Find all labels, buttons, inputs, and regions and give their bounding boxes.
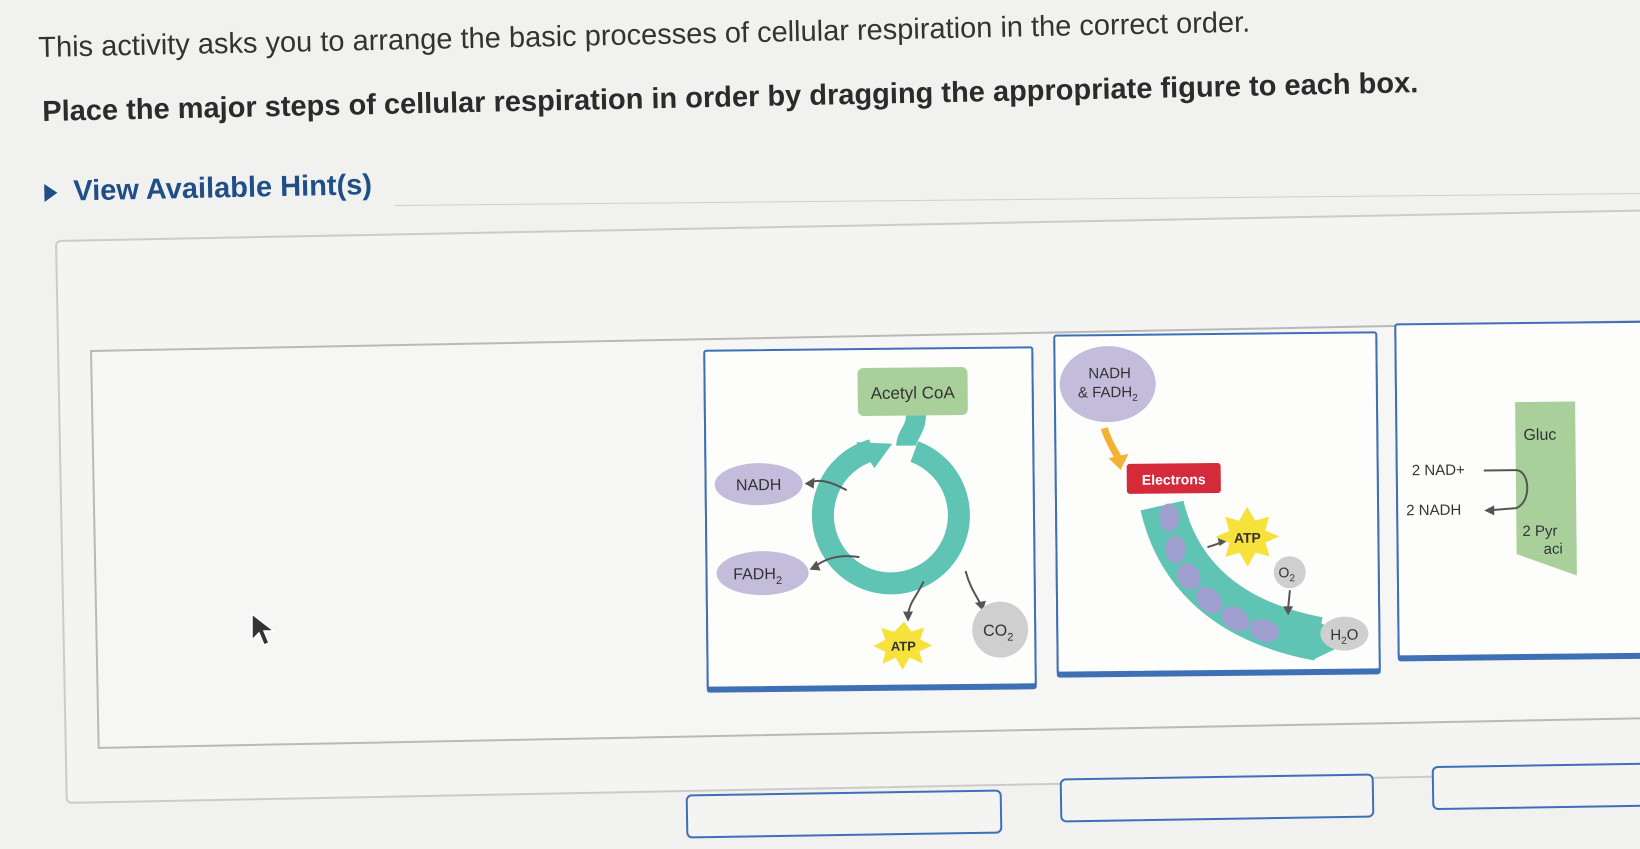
expand-triangle-icon: [44, 183, 58, 202]
electrons-label: Electrons: [1142, 471, 1206, 488]
atp-burst: [873, 621, 933, 670]
o2-label: O2: [1278, 564, 1295, 584]
atp-arrow: [907, 581, 925, 615]
fadh2-input-label: & FADH2: [1078, 384, 1138, 405]
nadh-label: 2 NADH: [1406, 502, 1461, 520]
nadh-label: NADH: [736, 477, 782, 494]
acetyl-coa-label: Acetyl CoA: [871, 383, 956, 403]
atp-label: ATP: [891, 639, 917, 654]
co2-label: CO2: [983, 623, 1013, 644]
co2-arrow: [964, 570, 981, 604]
pyruvic-label-line2: aci: [1544, 541, 1563, 558]
electron-transport-card[interactable]: NADH & FADH2 Electrons ATP O2 H2O: [1053, 331, 1381, 674]
instruction-text: Place the major steps of cellular respir…: [42, 67, 1419, 128]
nad-label: 2 NAD+: [1412, 462, 1465, 480]
pyruvic-label-line1: 2 Pyr: [1522, 523, 1557, 540]
answer-slot-1[interactable]: [685, 789, 1003, 839]
glycolysis-card[interactable]: Gluc 2 Pyr aci 2 NAD+ 2 NADH: [1394, 320, 1640, 658]
electron-carriers: [1159, 503, 1279, 643]
co2-circle: [972, 601, 1029, 658]
hint-divider: [395, 193, 1640, 206]
h2o-label: H2O: [1330, 627, 1358, 647]
acetyl-coa-input-arrow: [896, 414, 926, 447]
view-hints-label: View Available Hint(s): [72, 169, 373, 208]
answer-slot-2[interactable]: [1059, 773, 1375, 823]
citric-acid-cycle-figure: Acetyl CoA NADH FADH2 ATP CO2: [714, 367, 1029, 670]
atp-burst: [1215, 506, 1280, 567]
mouse-pointer-icon: [251, 612, 276, 646]
electron-flow-arrow: [1100, 427, 1122, 460]
nad-nadh-arrow: [1483, 469, 1529, 512]
o2-circle: [1273, 556, 1306, 589]
view-hints-link[interactable]: View Available Hint(s): [44, 169, 372, 209]
cycle-ring: [811, 439, 970, 595]
answer-slot-3[interactable]: [1431, 761, 1640, 811]
intro-text: This activity asks you to arrange the ba…: [38, 6, 1251, 64]
acetyl-coa-box: [857, 367, 968, 417]
glycolysis-figure: Gluc 2 Pyr aci 2 NAD+ 2 NADH: [1406, 401, 1577, 576]
atp-label: ATP: [1234, 530, 1261, 546]
citric-acid-cycle-card[interactable]: Acetyl CoA NADH FADH2 ATP CO2: [703, 346, 1037, 689]
fadh2-oval: [716, 551, 809, 596]
h2o-oval: [1320, 616, 1369, 651]
cycle-arrowhead: [856, 442, 893, 468]
electron-transport-figure: NADH & FADH2 Electrons ATP O2 H2O: [1059, 346, 1369, 661]
nadh-input-label: NADH: [1088, 365, 1131, 382]
nadh-fadh2-oval: [1059, 346, 1156, 423]
fadh2-label: FADH2: [733, 566, 782, 588]
nadh-oval: [714, 463, 803, 506]
electrons-box: [1126, 462, 1221, 494]
glycolysis-bar: [1515, 401, 1577, 555]
glucose-label: Gluc: [1523, 427, 1556, 444]
